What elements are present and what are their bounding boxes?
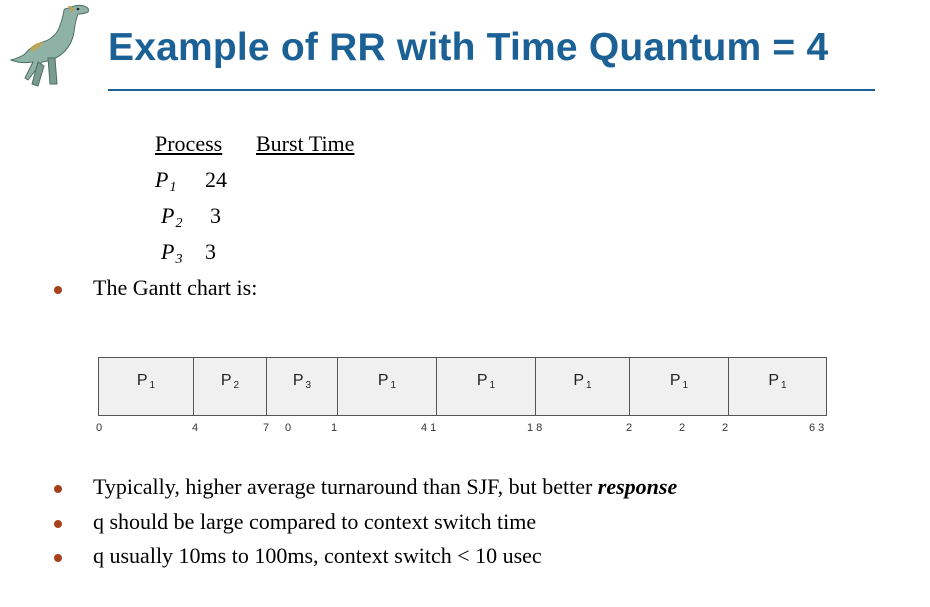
gantt-tick: 2 [679, 422, 686, 434]
bullet-text: q usually 10ms to 100ms, context switch … [93, 543, 542, 568]
gantt-tick: 2 [626, 422, 633, 434]
emphasis-response: response [597, 474, 678, 499]
bullet-icon [54, 286, 62, 294]
gantt-tick: 7 [263, 422, 270, 434]
bullet-icon [54, 520, 62, 528]
burst-value: 3 [205, 239, 216, 264]
bullet-icon [54, 554, 62, 562]
gantt-tick: 0 [285, 422, 292, 434]
bullet-text: The Gantt chart is: [93, 275, 258, 300]
slide-title: Example of RR with Time Quantum = 4 [108, 26, 829, 69]
gantt-tick: 4 1 [421, 422, 437, 434]
gantt-tick: 6 3 [809, 422, 825, 434]
process-name: P1 [155, 167, 177, 195]
process-name: P2 [161, 203, 183, 231]
gantt-tick: 1 8 [527, 422, 543, 434]
process-name: P3 [161, 239, 183, 267]
gantt-tick: 1 [331, 422, 338, 434]
gantt-tick: 4 [192, 422, 199, 434]
burst-value: 24 [205, 167, 227, 192]
burst-value: 3 [210, 203, 221, 228]
gantt-tick: 0 [96, 422, 103, 434]
gantt-tick: 2 [722, 422, 729, 434]
title-divider [108, 89, 875, 91]
burst-time-header: Burst Time [256, 131, 355, 156]
process-header: Process [155, 131, 223, 156]
bullet-text: Typically, higher average turnaround tha… [93, 474, 678, 499]
dinosaur-logo [0, 0, 100, 92]
bullet-icon [54, 485, 62, 493]
bullet-text: q should be large compared to context sw… [93, 509, 537, 534]
